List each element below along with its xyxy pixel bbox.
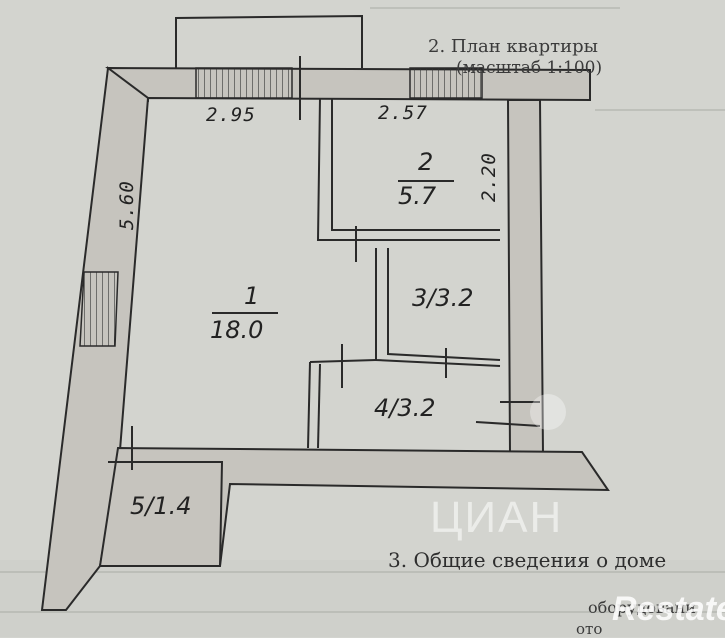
watermark-brand: Restate [612, 590, 725, 628]
room-2-area: 5.7 [398, 182, 437, 210]
dimension-right-side: 2.20 [478, 152, 500, 202]
footer-line-2: ото [576, 620, 603, 638]
section-title: 3. Общие сведения о доме [388, 548, 667, 572]
paper-grid [0, 7, 725, 613]
room-5-label: 5/1.4 [130, 492, 192, 520]
watermark-faint: ЦИАН [430, 493, 564, 542]
footer-line-1: оборудовани [588, 598, 696, 617]
balcony [175, 14, 363, 68]
plan-title: 2. План квартиры [428, 36, 598, 57]
room-1-number: 1 [244, 282, 260, 310]
room-3-label: 3/3.2 [412, 284, 474, 312]
plan-scale: (масштаб 1:100) [456, 58, 603, 78]
dimension-top-right: 2.57 [378, 102, 428, 124]
room-1-area: 18.0 [210, 316, 264, 344]
door-marks [131, 56, 447, 470]
dimension-left-side: 5.60 [116, 180, 138, 230]
room-2-number: 2 [418, 148, 434, 176]
room-1-divider [212, 312, 278, 314]
windows [79, 67, 483, 347]
watermark-shape [530, 394, 566, 430]
room-2-divider [398, 180, 454, 182]
room-4-label: 4/3.2 [374, 394, 436, 422]
dimension-top-left: 2.95 [206, 104, 256, 126]
